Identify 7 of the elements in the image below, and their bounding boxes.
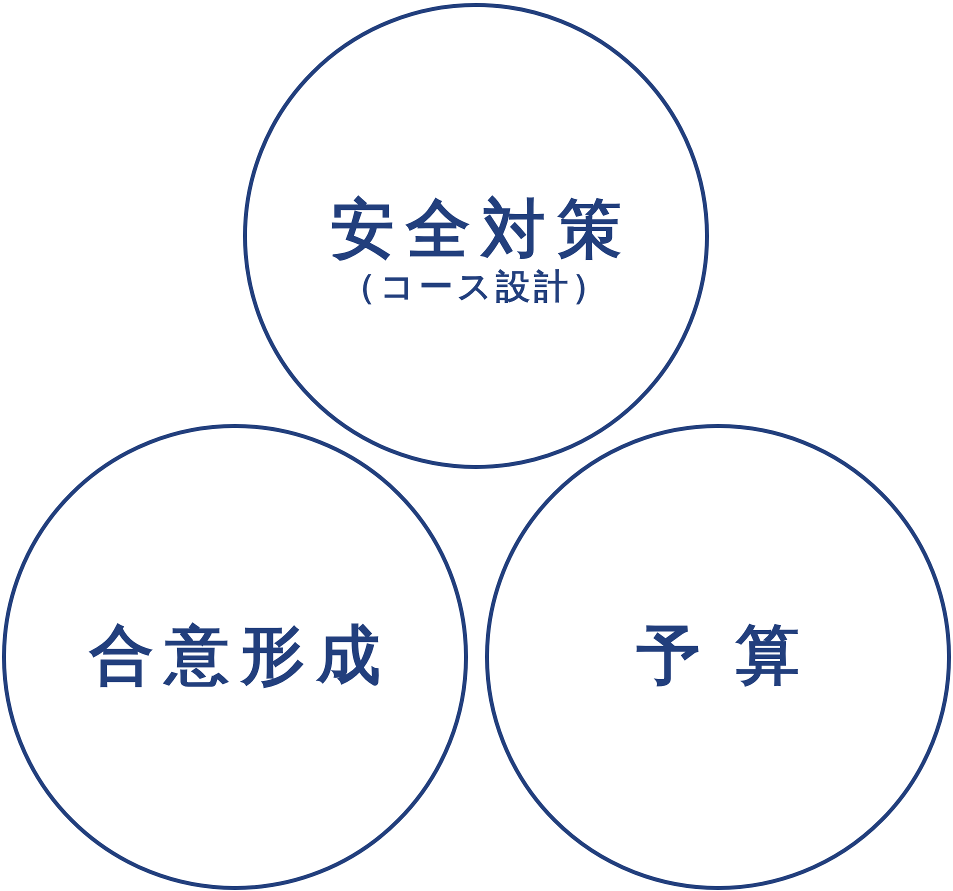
circle-node bbox=[485, 424, 951, 890]
node-title: 合意形成 bbox=[90, 620, 392, 694]
node-title: 安全対策 bbox=[330, 194, 633, 268]
circle-node bbox=[2, 424, 468, 890]
circle-node bbox=[243, 3, 709, 469]
node-title: 予算 bbox=[636, 620, 835, 694]
node-subtitle: （コース設計） bbox=[342, 267, 610, 308]
